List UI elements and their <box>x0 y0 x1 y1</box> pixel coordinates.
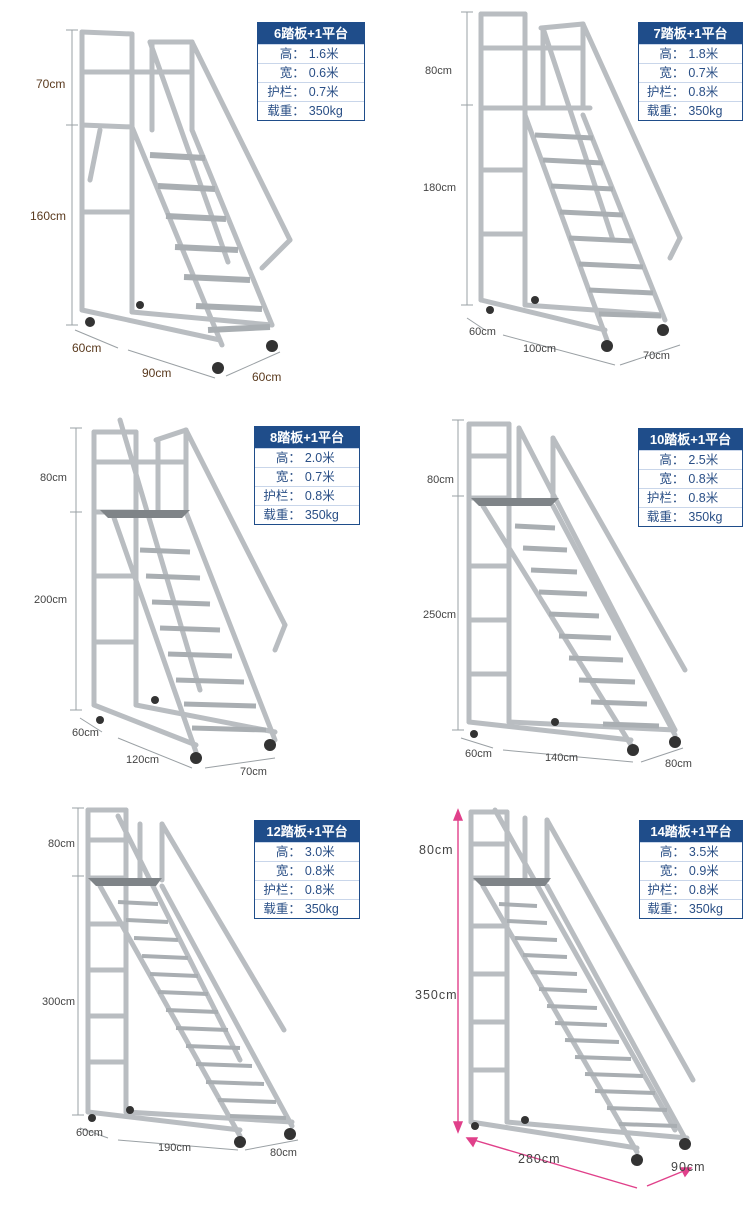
dim-length: 280cm <box>518 1152 561 1166</box>
dim-length: 140cm <box>545 752 579 764</box>
dim-height: 160cm <box>30 209 67 223</box>
spec-row-width: 宽：0.8米 <box>639 469 742 488</box>
dim-rail: 80cm <box>48 838 75 850</box>
spec-row-rail: 护栏：0.8米 <box>255 880 359 899</box>
ladder-cell-8: 8踏板+1平台 高：2.0米 宽：0.7米 护栏：0.8米 载重：350kg 8… <box>0 400 375 800</box>
spec-row-rail: 护栏：0.8米 <box>639 82 742 101</box>
spec-table: 7踏板+1平台 高：1.8米 宽：0.7米 护栏：0.8米 载重：350kg <box>638 22 743 121</box>
spec-title: 6踏板+1平台 <box>258 23 364 44</box>
dim-rail: 80cm <box>40 472 67 484</box>
spec-row-rail: 护栏：0.8米 <box>640 880 742 899</box>
dim-width: 80cm <box>270 1147 297 1159</box>
ladder-drawing <box>461 11 683 366</box>
spec-row-height: 高：2.5米 <box>639 450 742 469</box>
ladder-drawing <box>452 419 688 763</box>
ladder-cell-12: 12踏板+1平台 高：3.0米 宽：0.8米 护栏：0.8米 载重：350kg … <box>0 800 375 1222</box>
spec-row-load: 载重：350kg <box>640 899 742 918</box>
ladder-cell-7: 7踏板+1平台 高：1.8米 宽：0.7米 护栏：0.8米 载重：350kg 8… <box>375 0 750 400</box>
dim-depth: 60cm <box>72 341 102 355</box>
dim-rail: 80cm <box>419 843 454 857</box>
spec-row-rail: 护栏：0.8米 <box>255 486 359 505</box>
dim-width: 90cm <box>671 1160 706 1174</box>
dim-height: 180cm <box>423 182 457 194</box>
dim-width: 80cm <box>665 758 692 770</box>
dim-rail: 80cm <box>427 474 454 486</box>
dim-width: 60cm <box>252 370 282 384</box>
dim-depth: 60cm <box>465 748 492 760</box>
spec-row-load: 载重：350kg <box>255 505 359 524</box>
spec-row-width: 宽：0.7米 <box>639 63 742 82</box>
dim-height: 250cm <box>423 609 457 621</box>
spec-row-height: 高：3.0米 <box>255 842 359 861</box>
dim-width: 70cm <box>643 350 670 362</box>
spec-title: 10踏板+1平台 <box>639 429 742 450</box>
dim-rail: 70cm <box>36 77 66 91</box>
spec-row-height: 高：3.5米 <box>640 842 742 861</box>
spec-row-height: 高：2.0米 <box>255 448 359 467</box>
spec-row-load: 载重：350kg <box>258 101 364 120</box>
dim-rail: 80cm <box>425 65 452 77</box>
spec-table: 6踏板+1平台 高：1.6米 宽：0.6米 护栏：0.7米 载重：350kg <box>257 22 365 121</box>
spec-row-rail: 护栏：0.7米 <box>258 82 364 101</box>
dim-depth: 60cm <box>76 1127 103 1139</box>
spec-row-height: 高：1.6米 <box>258 44 364 63</box>
ladder-drawing <box>72 807 299 1151</box>
spec-row-load: 载重：350kg <box>639 101 742 120</box>
spec-table: 12踏板+1平台 高：3.0米 宽：0.8米 护栏：0.8米 载重：350kg <box>254 820 360 919</box>
spec-title: 7踏板+1平台 <box>639 23 742 44</box>
ladder-cell-14: 14踏板+1平台 高：3.5米 宽：0.9米 护栏：0.8米 载重：350kg … <box>375 800 750 1222</box>
spec-title: 8踏板+1平台 <box>255 427 359 448</box>
spec-row-width: 宽：0.9米 <box>640 861 742 880</box>
dim-depth: 60cm <box>72 727 99 739</box>
spec-row-width: 宽：0.6米 <box>258 63 364 82</box>
dim-depth: 60cm <box>469 326 496 338</box>
dim-height: 300cm <box>42 996 76 1008</box>
spec-title: 14踏板+1平台 <box>640 821 742 842</box>
ladder-cell-10: 10踏板+1平台 高：2.5米 宽：0.8米 护栏：0.8米 载重：350kg … <box>375 400 750 800</box>
ladder-drawing <box>70 417 288 769</box>
spec-row-height: 高：1.8米 <box>639 44 742 63</box>
dim-length: 90cm <box>142 366 172 380</box>
spec-title: 12踏板+1平台 <box>255 821 359 842</box>
dim-length: 190cm <box>158 1142 192 1154</box>
ladder-drawing <box>66 29 293 379</box>
spec-row-load: 载重：350kg <box>255 899 359 918</box>
spec-table: 8踏板+1平台 高：2.0米 宽：0.7米 护栏：0.8米 载重：350kg <box>254 426 360 525</box>
dim-height: 200cm <box>34 594 68 606</box>
ladder-cell-6: 6踏板+1平台 高：1.6米 宽：0.6米 护栏：0.7米 载重：350kg 7… <box>0 0 375 400</box>
spec-row-width: 宽：0.8米 <box>255 861 359 880</box>
spec-row-width: 宽：0.7米 <box>255 467 359 486</box>
dim-width: 70cm <box>240 766 267 778</box>
dim-length: 100cm <box>523 343 557 355</box>
ladder-drawing <box>452 807 696 1189</box>
dim-height: 350cm <box>415 988 458 1002</box>
dim-length: 120cm <box>126 754 160 766</box>
spec-row-load: 载重：350kg <box>639 507 742 526</box>
spec-row-rail: 护栏：0.8米 <box>639 488 742 507</box>
spec-table: 14踏板+1平台 高：3.5米 宽：0.9米 护栏：0.8米 载重：350kg <box>639 820 743 919</box>
spec-table: 10踏板+1平台 高：2.5米 宽：0.8米 护栏：0.8米 载重：350kg <box>638 428 743 527</box>
